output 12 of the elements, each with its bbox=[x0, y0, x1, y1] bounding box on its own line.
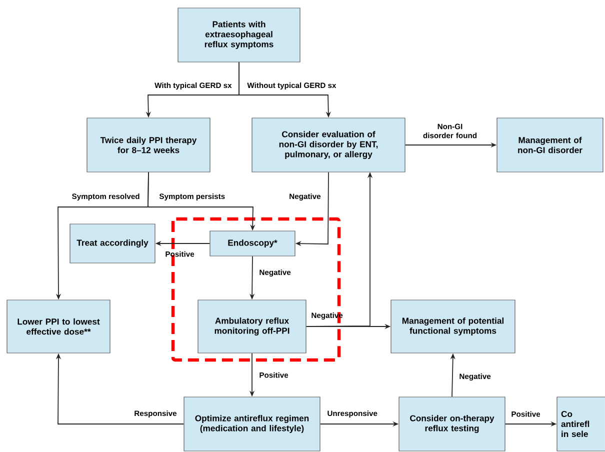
process-box: Endoscopy* bbox=[210, 230, 296, 256]
process-box: Ambulatory reflux monitoring off-PPI bbox=[198, 300, 306, 354]
process-box: Treat accordingly bbox=[70, 224, 156, 264]
process-box: Patients with extraesophageal reflux symptoms bbox=[178, 8, 300, 62]
process-box: Management of non-GI disorder bbox=[496, 118, 604, 172]
process-box: Consider evaluation of non-GI disorder by ENT, pulmonary, or allergy bbox=[252, 118, 406, 172]
process-box: Co antirefl in sele bbox=[556, 396, 605, 452]
process-box: Optimize antireflux regimen (medication and lifestyle) bbox=[184, 396, 320, 452]
process-box: Twice daily PPI therapy for 8–12 weeks bbox=[86, 118, 210, 172]
process-box: Lower PPI to lowest effective dose** bbox=[6, 300, 110, 354]
process-box: Consider on-therapy reflux testing bbox=[398, 396, 506, 452]
process-box: Management of potential functional symptoms bbox=[390, 300, 516, 354]
